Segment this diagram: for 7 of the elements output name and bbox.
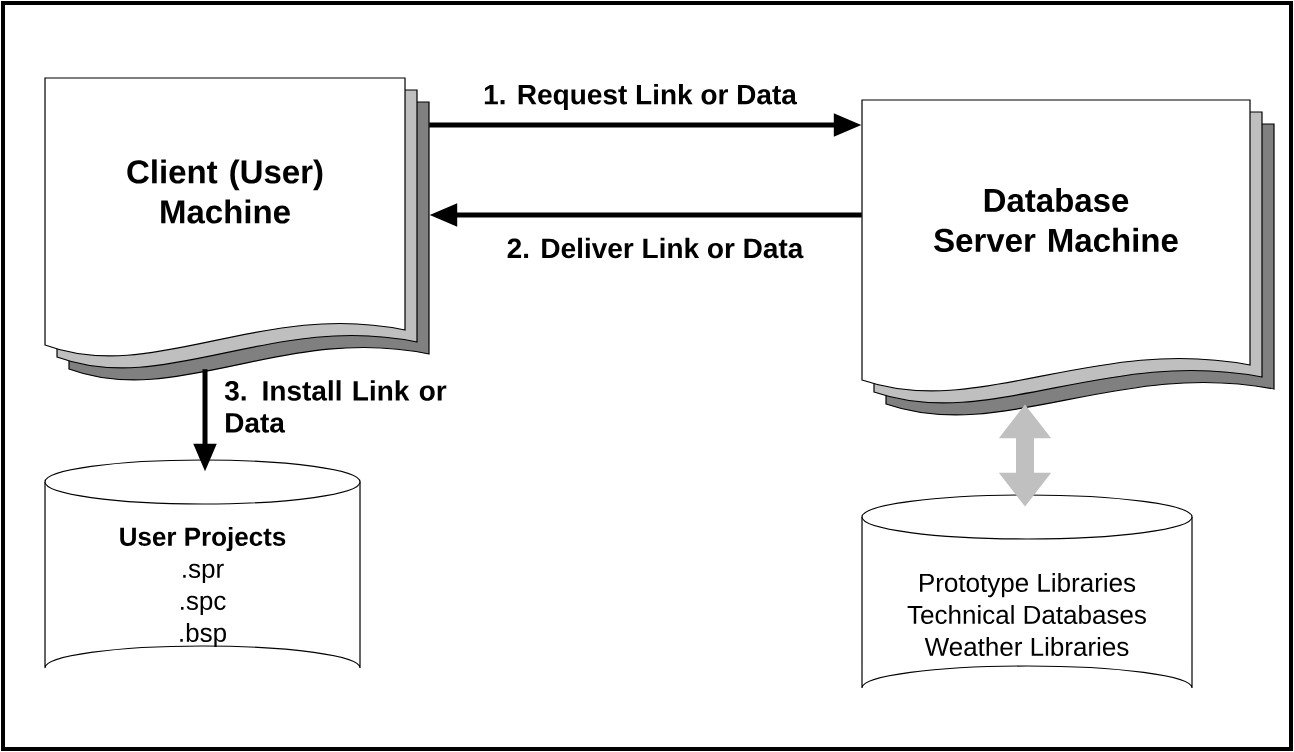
edge-label: 1. Request Link or Data <box>484 83 798 111</box>
edge-label: 2. Deliver Link or Data <box>507 237 804 259</box>
edge-label: 3. Install Link or Data <box>224 380 447 433</box>
database-cylinder: User Projects .spr .spc .bsp <box>44 459 361 669</box>
document-stack: Database Server Machine <box>861 99 1275 416</box>
database-cylinder: Prototype Libraries Technical Databases Weather Libraries <box>861 494 1193 689</box>
document-stack: Client (User) Machine <box>44 77 430 381</box>
